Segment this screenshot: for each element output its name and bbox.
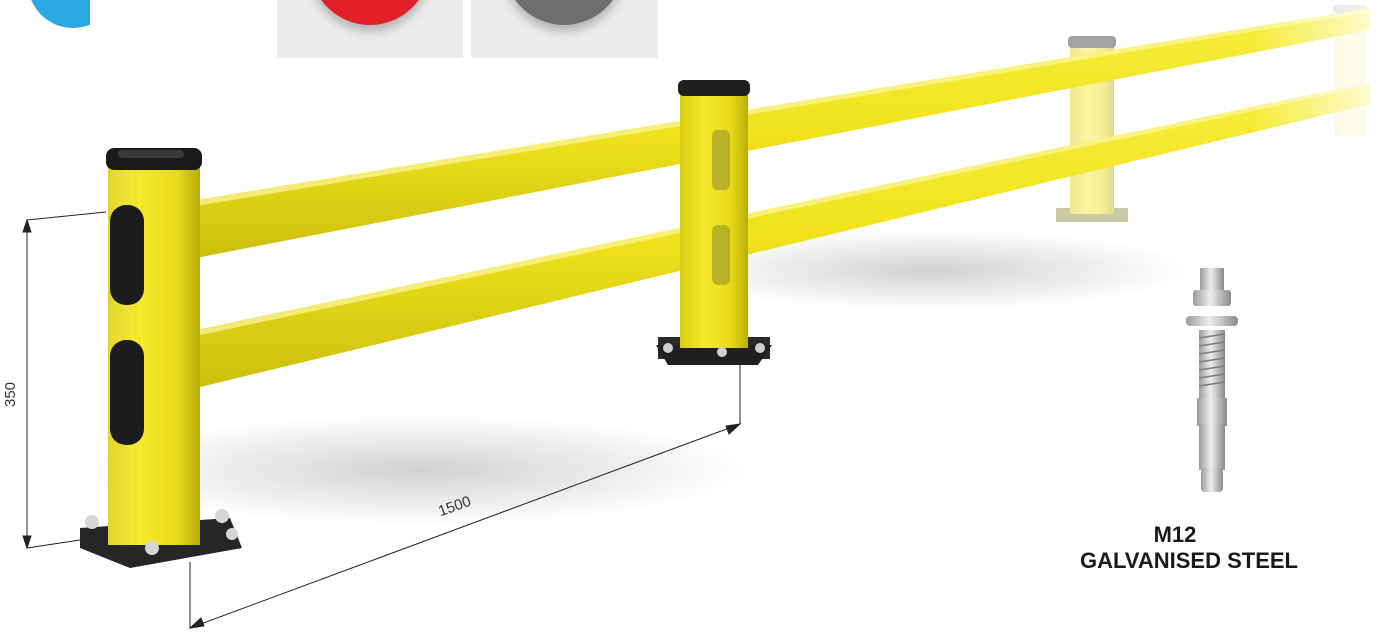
color-swatch-grey[interactable] bbox=[471, 0, 658, 58]
anchor-size-text: M12 bbox=[1153, 522, 1197, 547]
height-dimension-line bbox=[22, 211, 107, 550]
color-swatch-blue[interactable] bbox=[0, 0, 90, 40]
height-dimension-label: 350 bbox=[2, 381, 20, 408]
anchor-material-text: GALVANISED STEEL bbox=[1080, 548, 1298, 573]
anchor-bolt-image bbox=[1186, 268, 1238, 492]
middle-post bbox=[656, 80, 772, 365]
anchor-spec-label: M12 GALVANISED STEEL bbox=[1080, 522, 1298, 574]
length-dimension-line bbox=[188, 360, 742, 629]
front-post bbox=[80, 148, 242, 568]
color-swatch-red[interactable] bbox=[277, 0, 463, 58]
floor-shadow bbox=[90, 415, 750, 525]
